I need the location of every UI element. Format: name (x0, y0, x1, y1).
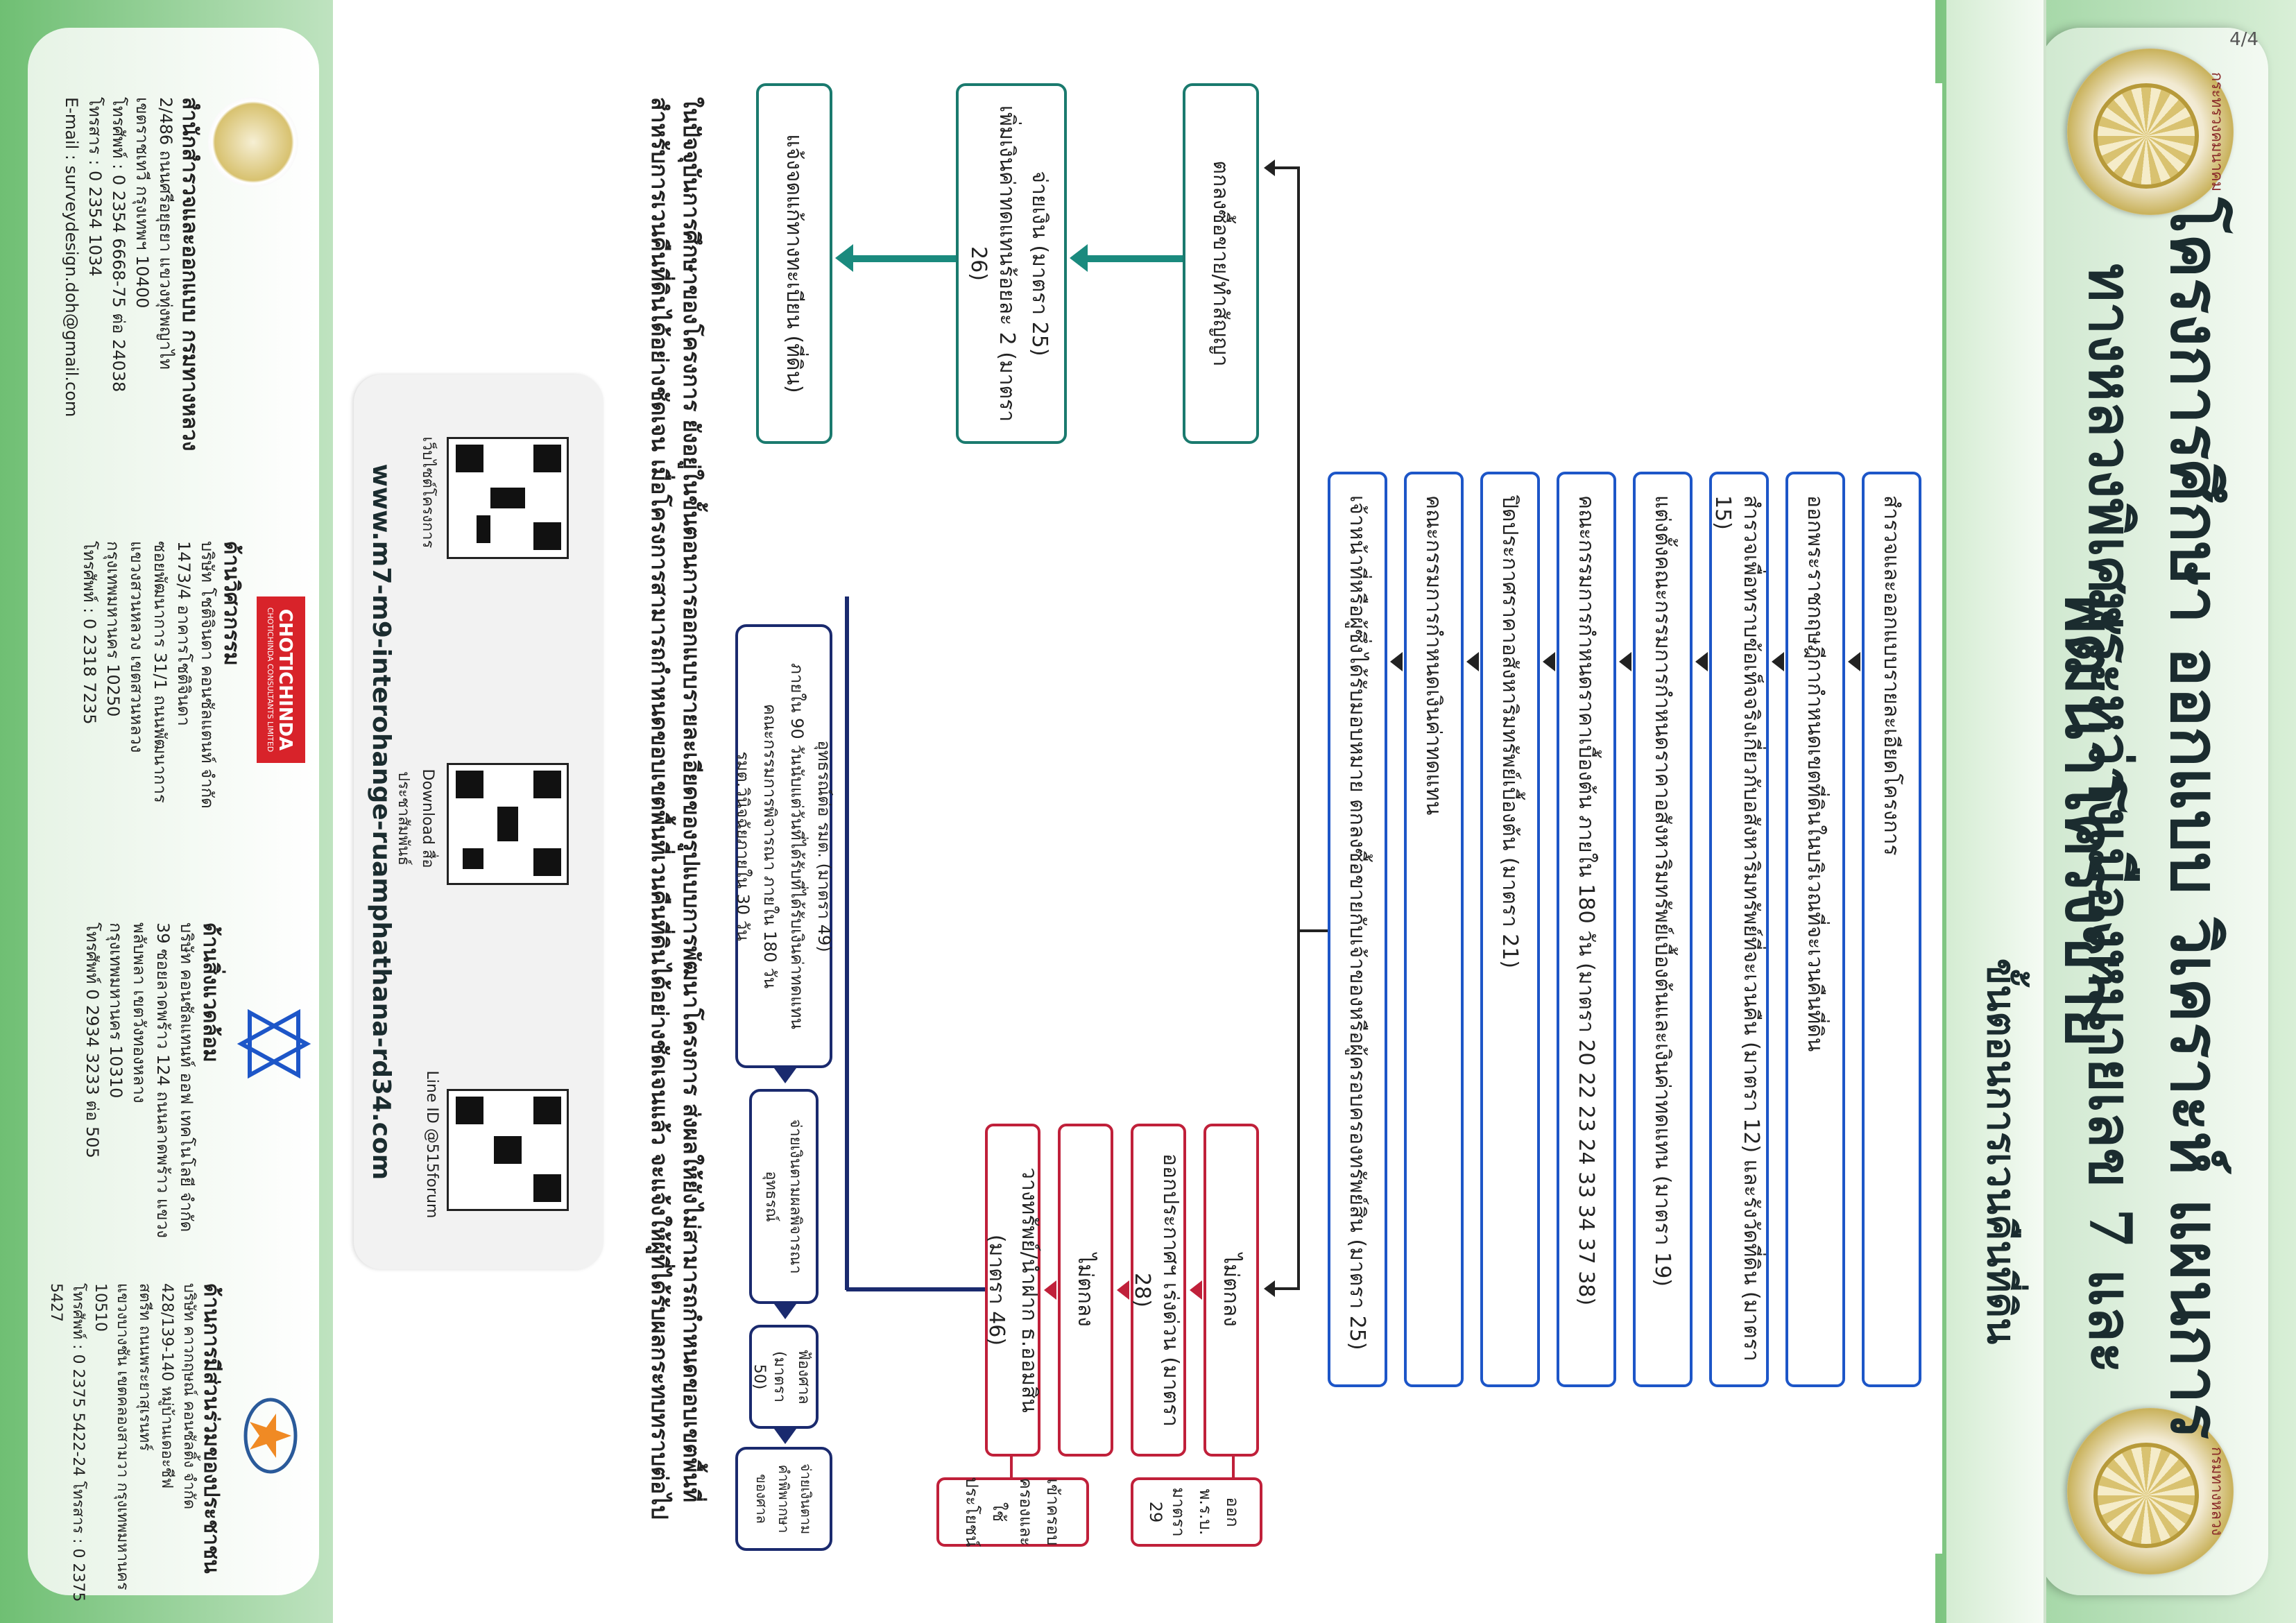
contact-doh-line: โทรศัพท์ : 0 2354 6668-75 ต่อ 24038 (109, 97, 128, 393)
contact-participation-line: บริษัท คาวกฤษณ์ คอนซัลติ้ง จำกัด (180, 1283, 198, 1510)
urgent-announce-box: ออกประกาศฯ เร่งด่วน (มาตรา 28) (1130, 1124, 1186, 1457)
contact-engineering-line: ซอยพัฒนาการ 31/1 ถนนพัฒนาการ (151, 541, 170, 803)
step-arrow (1772, 652, 1784, 671)
step-1: สำรวจและออกแบบรายละเอียดโครงการ (1862, 472, 1921, 1387)
contact-doh-line: 2/486 ถนนศรีอยุธยา แขวงทุ่งพญาไท (156, 97, 175, 370)
doh-logo-icon (208, 97, 298, 187)
royal-act-box: ออก พ.ร.บ. มาตรา 29 (1131, 1477, 1262, 1547)
contact-engineering-role: ด้านวิศวกรรม (219, 541, 243, 666)
contact-engineering-line: แขวงสวนหลวง เขตสวนหลวง (127, 541, 146, 753)
step-arrow (1543, 652, 1555, 671)
contact-environment-line: บริษัท คอนซัลแทนท์ ออฟ เทคโนโลยี จำกัด (177, 922, 196, 1233)
teal-connector-1 (1086, 255, 1183, 262)
flowchart-panel: สำรวจและออกแบบรายละเอียดโครงการ ออกพระรา… (721, 83, 1942, 1554)
split-connector (1300, 929, 1328, 932)
agree-box: ตกลงซื้อขาย/ทำสัญญา (1183, 83, 1259, 444)
contact-environment: ด้านสิ่งแวดล้อม บริษัท คอนซัลแทนท์ ออฟ เ… (80, 922, 223, 1311)
partner-logo-icon (229, 1394, 312, 1477)
step-arrow (1466, 652, 1479, 671)
teal-arrow-2 (835, 244, 853, 272)
section-heading: ขั้นตอนการเวนคืนที่ดิน (1978, 958, 2023, 1345)
deposit-box: วางทรัพย์/นำฝาก ธ.ออมสิน (มาตรา 46) (984, 1124, 1041, 1457)
register-box: แจ้งจดแก้ทางทะเบียน (ที่ดิน) (756, 83, 832, 444)
download-qr-label: Download สื่อประชาสัมพันธ์ (395, 768, 436, 868)
contact-engineering-line: 1473/4 อาคารโชติจินดา (174, 541, 194, 726)
contact-doh-line: เขตราชเทวี กรุงเทพฯ 10400 (132, 97, 152, 309)
website-qr-icon[interactable] (447, 437, 569, 559)
qr-card: เว็บไซต์โครงการ Download สื่อประชาสัมพัน… (354, 375, 603, 1269)
chotichinda-logo-sub: CHOTICHINDA CONSULTANTS LIMITED (266, 607, 275, 753)
possess-box: เข้าครอบครองและใช้ประโยชน์ (936, 1477, 1089, 1547)
navy-connector (846, 1287, 985, 1291)
pay-by-court-box: จ่ายเงินตามคำพิพากษาของศาล (735, 1447, 832, 1551)
contact-environment-line: กรุงเทพมหานคร 10310 (106, 922, 126, 1099)
left-branch-line (1272, 166, 1300, 169)
info-note: ในปัจจุบันการศึกษาของโครงการ ยังอยู่ในขั… (646, 97, 705, 1520)
contact-doh-role: สำนักสำรวจและออกแบบ กรมทางหลวง (178, 97, 202, 452)
website-qr-label: เว็บไซต์โครงการ (419, 436, 436, 549)
left-branch-arrow (1264, 160, 1275, 176)
contact-environment-role: ด้านสิ่งแวดล้อม (198, 922, 223, 1063)
contact-environment-line: 39 ซอยลาดพร้าว 124 ถนนลาดพร้าว แขวง (153, 922, 173, 1238)
step-7: คณะกรรมการกำหนดเงินค่าทดแทน (1404, 472, 1464, 1387)
red-arrow-3 (1044, 1280, 1056, 1300)
contact-doh-email[interactable]: E-mail : surveydesign.doh@gmail.com (62, 97, 81, 418)
page-number: 4/4 (2229, 28, 2259, 50)
contact-environment-line: โทรศัพท์ 0 2934 3233 ต่อ 505 (83, 922, 102, 1158)
possess-connector (1010, 1457, 1013, 1477)
sue-box: ฟ้องศาล (มาตรา 50) (749, 1325, 819, 1429)
step-5: คณะกรรมการกำหนดราคาเบื้องต้น ภายใน 180 ว… (1557, 472, 1616, 1387)
contact-engineering: ด้านวิศวกรรม บริษัท โชติจินดา คอนซัลแตนท… (78, 541, 243, 929)
contact-engineering-line: บริษัท โชติจินดา คอนซัลแตนท์ จำกัด (198, 541, 217, 809)
contact-participation-line: สตรีท ถนนพระยาสุเรนทร์ (136, 1283, 153, 1451)
step-arrow (1390, 652, 1403, 671)
navy-arrow-2 (774, 1304, 796, 1319)
royal-act-connector (1232, 1457, 1235, 1477)
step-8: เจ้าหน้าที่หรือผู้ซึ่งได้รับมอบหมาย ตกลง… (1328, 472, 1387, 1387)
contact-doh-line: โทรสาร : 0 2354 1034 (85, 97, 105, 277)
contact-environment-line: พลับพลา เขตวังทองหลาง (130, 922, 149, 1104)
red-arrow-2 (1117, 1280, 1129, 1300)
red-arrow-1 (1190, 1280, 1202, 1300)
disagree-box: ไม่ตกลง (1203, 1124, 1259, 1457)
navy-arrow-3 (774, 1429, 796, 1444)
chotichinda-logo: CHOTICHINDA CHOTICHINDA CONSULTANTS LIMI… (257, 596, 305, 763)
line-qr-icon[interactable] (447, 1089, 569, 1211)
contact-participation-role: ด้านการมีส่วนร่วมของประชาชน (199, 1283, 223, 1574)
step-3: สำรวจเพื่อทราบข้อเท็จจริงเกี่ยวกับอสังหา… (1709, 472, 1769, 1387)
right-branch-arrow (1264, 1280, 1275, 1297)
split-bar (1297, 166, 1300, 1290)
download-qr-icon[interactable] (447, 763, 569, 885)
step-6: ปิดประกาศราคาอสังหาริมทรัพย์เบื้องต้น (ม… (1480, 472, 1540, 1387)
step-arrow (1695, 652, 1708, 671)
pay-box: จ่ายเงิน (มาตรา 25) เพิ่มเงินค่าทดแทนร้อ… (956, 83, 1067, 444)
pay-by-appeal-box: จ่ายเงินตามผลพิจารณาอุทธรณ์ (749, 1089, 819, 1304)
navy-arrow-1 (774, 1068, 796, 1083)
contact-participation: ด้านการมีส่วนร่วมของประชาชน บริษัท คาวกฤ… (44, 1283, 223, 1602)
step-arrow (1848, 652, 1860, 671)
step-arrow (1619, 652, 1631, 671)
contact-participation-line: 428/139-140 หมู่บ้านเดอะชีฟ (158, 1283, 175, 1489)
cot-logo-icon (236, 1006, 312, 1082)
contact-doh: สำนักสำรวจและออกแบบ กรมทางหลวง 2/486 ถนน… (60, 97, 202, 513)
line-qr-label: Line ID @515forum (423, 1070, 440, 1219)
contact-engineering-line: โทรศัพท์ : 0 2318 7235 (80, 541, 99, 725)
contact-participation-line: โทรศัพท์ : 0 2375 5422-24 โทรสาร : 0 237… (47, 1283, 87, 1602)
disagree2-box: ไม่ตกลง (1058, 1124, 1113, 1457)
contact-engineering-line: กรุงเทพมหานคร 10250 (103, 541, 123, 717)
step-4: แต่งตั้งคณะกรรมการกำหนดราคาอสังหาริมทรัพ… (1633, 472, 1693, 1387)
project-url-link[interactable]: www.m7-m9-interohange-ruamphathana-rd34.… (367, 463, 395, 1180)
appeal-box: อุทธรณ์ต่อ รมต. (มาตรา 49) ภายใน 90 วันน… (733, 624, 834, 1068)
chotichinda-logo-text: CHOTICHINDA (275, 608, 296, 751)
teal-connector-2 (852, 255, 956, 262)
right-branch-line (1272, 1287, 1300, 1290)
contact-participation-line: แขวงบางชัน เขตคลองสามวา กรุงเทพมหานคร 10… (92, 1283, 131, 1590)
navy-bar (845, 596, 849, 1290)
step-2: ออกพระราชกฤษฎีกากำหนดเขตที่ดินในบริเวณที… (1785, 472, 1845, 1387)
teal-arrow-1 (1070, 244, 1088, 272)
